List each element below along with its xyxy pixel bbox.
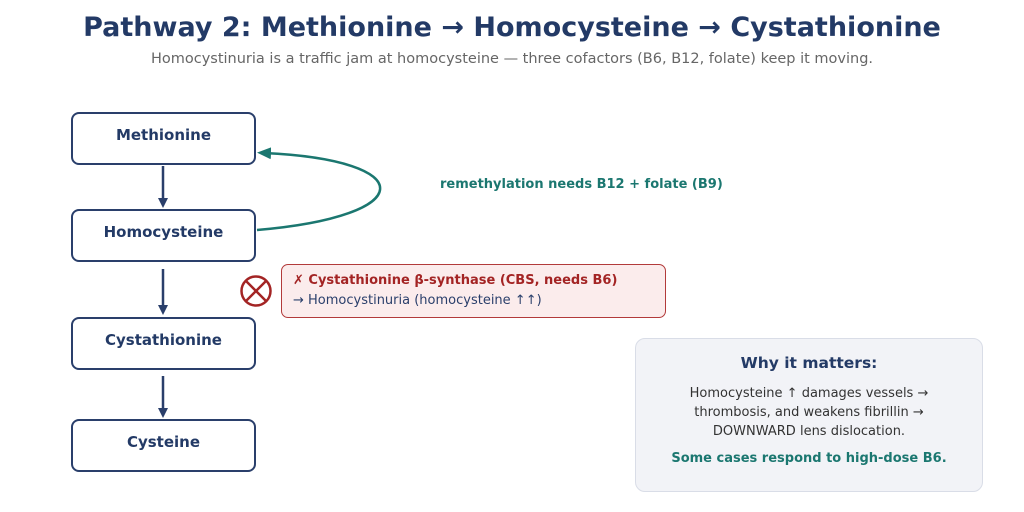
why-line: Homocysteine ↑ damages vessels →: [689, 386, 929, 401]
cbs-block-callout: ✗ Cystathionine β-synthase (CBS, needs B…: [281, 264, 666, 318]
remethylation-label: remethylation needs B12 + folate (B9): [440, 177, 723, 192]
page-subtitle: Homocystinuria is a traffic jam at homoc…: [150, 51, 874, 67]
node-homocysteine: Homocysteine: [71, 209, 256, 262]
cbs-block-result: → Homocystinuria (homocysteine ↑↑): [293, 293, 542, 308]
why-line: DOWNWARD lens dislocation.: [712, 424, 906, 439]
cbs-block-title: ✗ Cystathionine β-synthase (CBS, needs B…: [293, 273, 618, 288]
why-body: Homocysteine ↑ damages vessels → thrombo…: [636, 384, 982, 441]
why-it-matters-panel: Why it matters: Homocysteine ↑ damages v…: [635, 338, 983, 492]
why-note: Some cases respond to high-dose B6.: [671, 451, 947, 466]
why-title: Why it matters:: [740, 354, 878, 372]
why-line: thrombosis, and weakens fibrillin →: [694, 405, 924, 420]
page-title: Pathway 2: Methionine → Homocysteine → C…: [83, 12, 941, 43]
node-methionine: Methionine: [71, 112, 256, 165]
blocked-x-circle-icon: [240, 275, 272, 307]
remethylation-arrow: [256, 147, 382, 232]
node-cystathionine: Cystathionine: [71, 317, 256, 370]
node-cysteine: Cysteine: [71, 419, 256, 472]
